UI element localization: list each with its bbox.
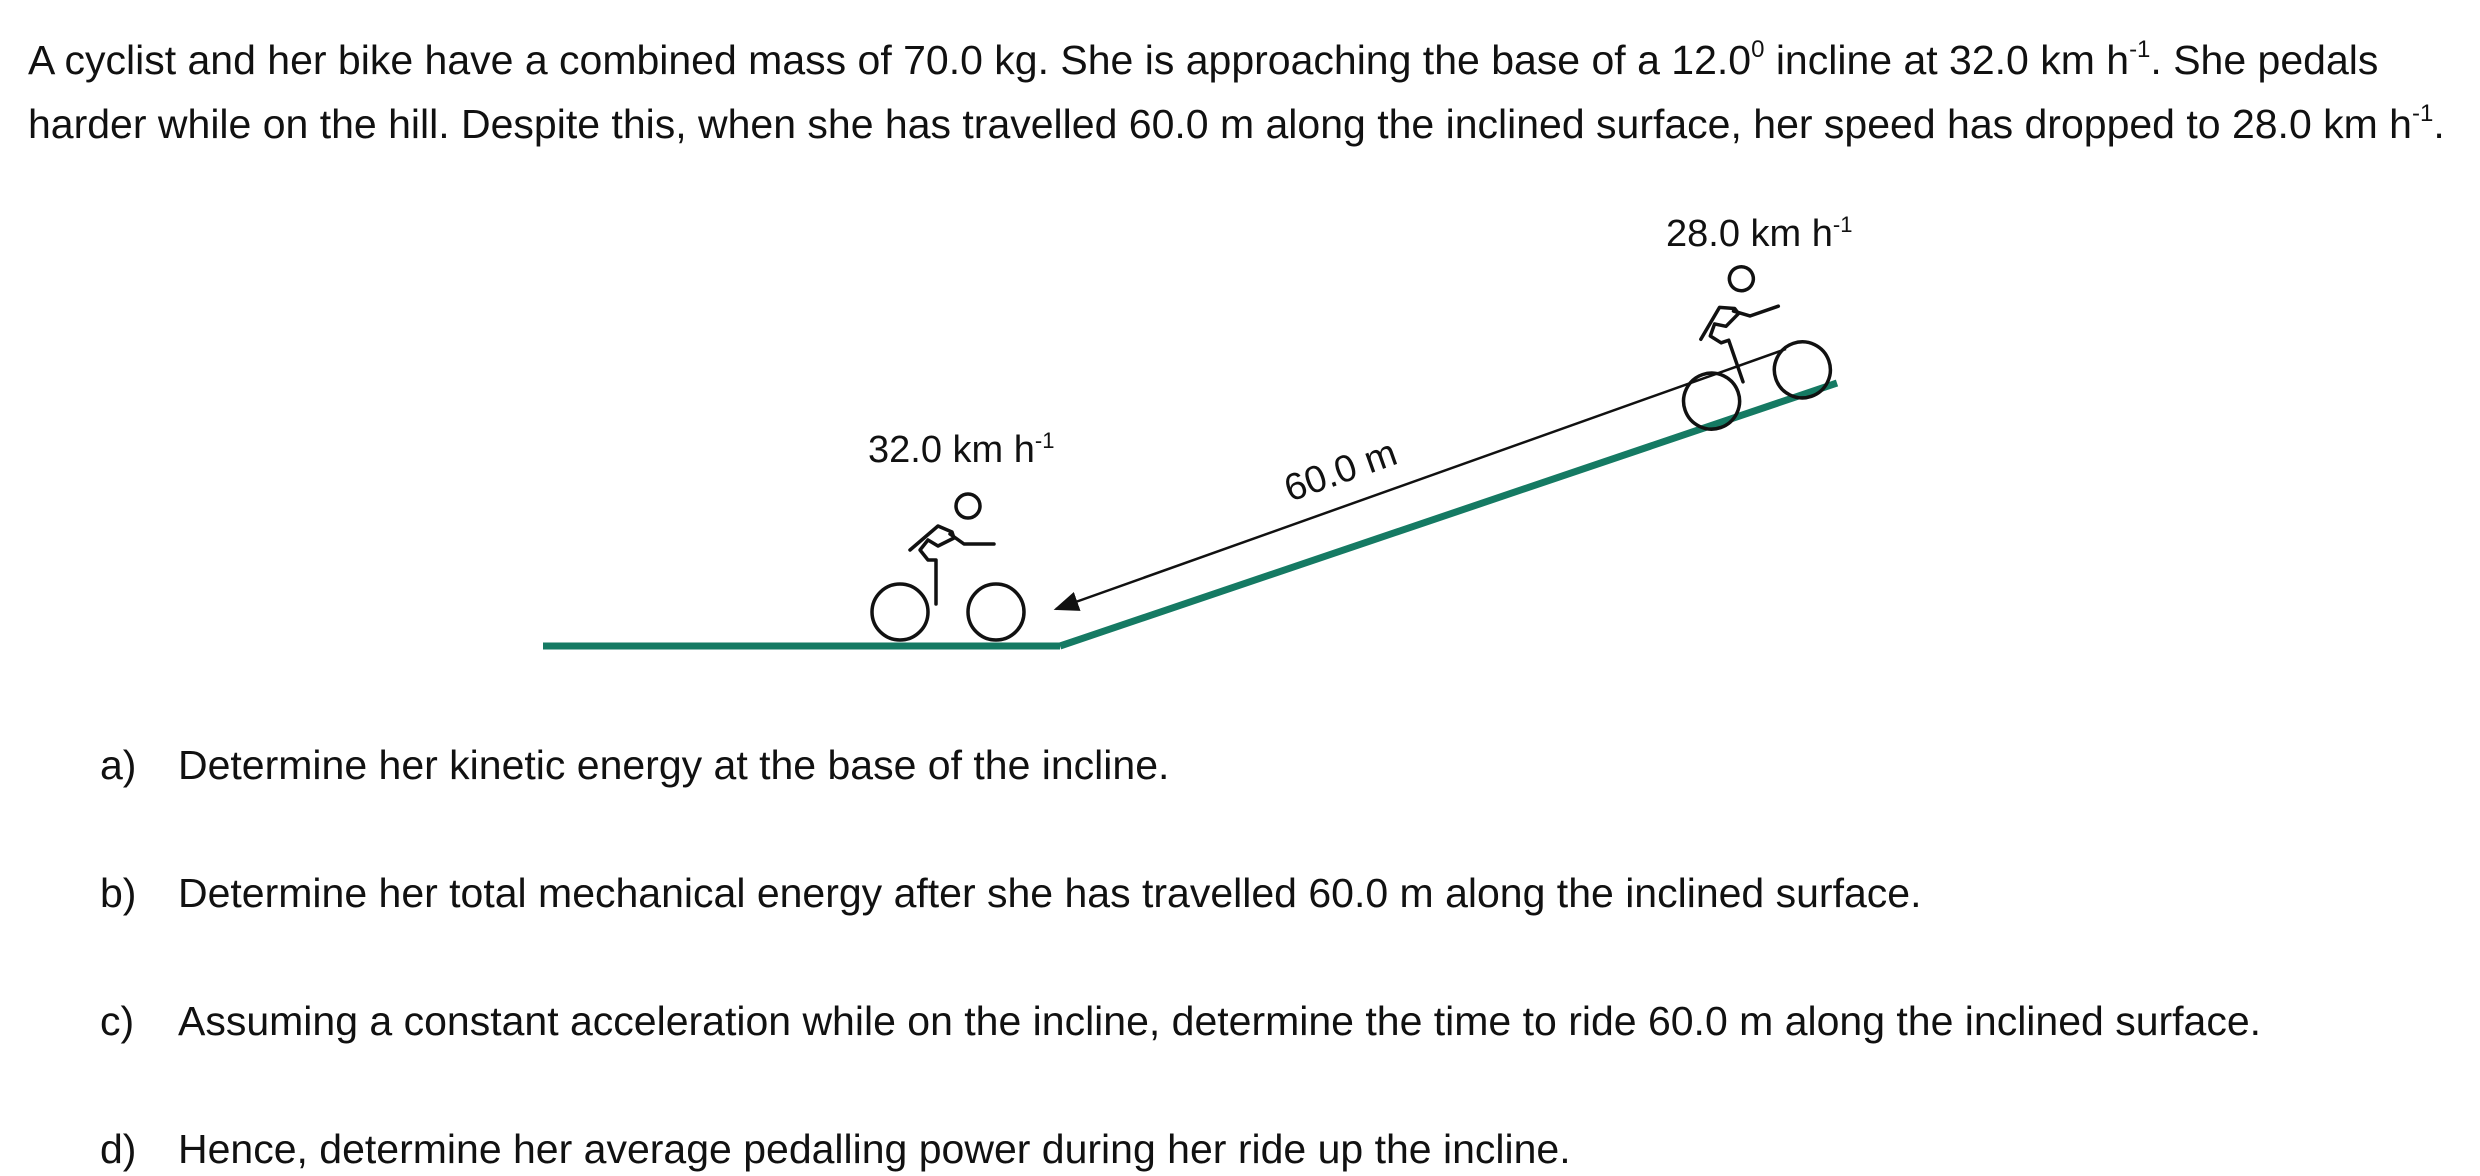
question-letter: d) (100, 1126, 137, 1172)
speed-label-top: 28.0 km h-1 (1666, 212, 1852, 255)
rider-head (1727, 264, 1756, 293)
question-c: c) Assuming a constant acceleration while… (100, 998, 2261, 1045)
rear-wheel (870, 582, 930, 642)
unit-superscript: -1 (2129, 36, 2151, 64)
unit-superscript-2: -1 (2412, 100, 2434, 128)
front-wheel (966, 582, 1026, 642)
question-text: Determine her kinetic energy at the base… (178, 742, 1170, 788)
problem-statement: A cyclist and her bike have a combined m… (28, 28, 2458, 156)
degree-superscript: 0 (1751, 36, 1765, 64)
question-text: Assuming a constant acceleration while o… (178, 998, 2262, 1044)
question-letter: b) (100, 870, 137, 916)
distance-arrow (1053, 347, 1787, 611)
rider-body (908, 524, 956, 606)
question-letter: c) (100, 998, 135, 1044)
incline-surface (1058, 379, 1839, 650)
intro-text-1: A cyclist and her bike have a combined m… (28, 37, 1752, 83)
ground (543, 379, 1839, 650)
question-text: Hence, determine her average pedalling p… (178, 1126, 1571, 1172)
cyclist-bottom (870, 492, 1026, 642)
speed-label-bottom: 32.0 km h-1 (868, 428, 1054, 471)
rear-wheel (1681, 371, 1742, 431)
question-b: b) Determine her total mechanical energy … (100, 870, 1921, 917)
intro-text-2: incline at 32.0 km h (1764, 37, 2130, 83)
question-letter: a) (100, 742, 137, 788)
intro-text-3: . She pedals harder while on the hill. D… (28, 37, 2412, 147)
rider-body (1699, 305, 1745, 384)
cyclist-top (1681, 264, 1833, 431)
question-a: a) Determine her kinetic energy at the ba… (100, 742, 1169, 789)
intro-text-4: . (2433, 101, 2445, 147)
question-text: Determine her total mechanical energy af… (178, 870, 1922, 916)
rider-arm (948, 532, 996, 546)
distance-label: 60.0 m (1279, 432, 1403, 511)
question-d: d) Hence, determine her average pedalling… (100, 1126, 1571, 1173)
rider-head (954, 492, 982, 520)
rider-arm (1731, 304, 1781, 318)
front-wheel (1772, 340, 1833, 400)
